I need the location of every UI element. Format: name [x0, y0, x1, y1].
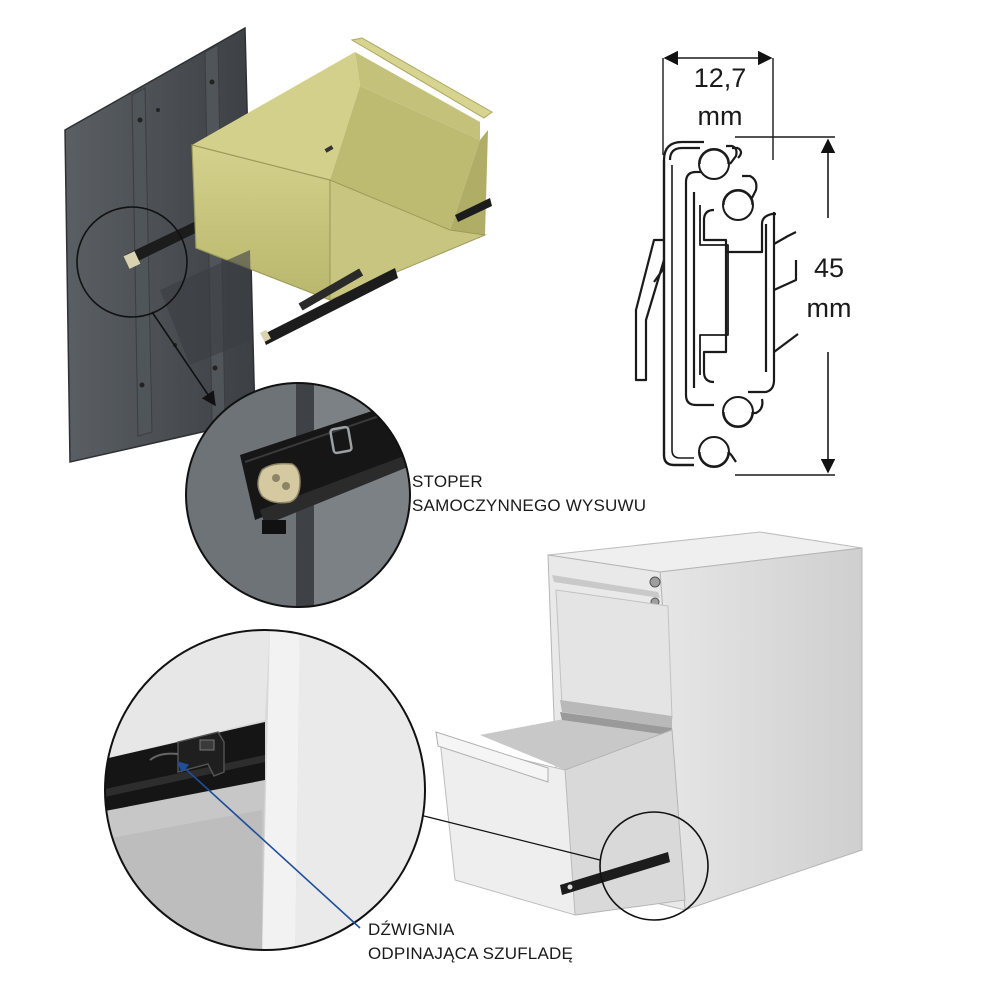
filing-cabinet	[435, 531, 863, 916]
rail-cross-section	[634, 50, 836, 476]
cabinet-rail	[560, 852, 670, 895]
stopper-label-line2: SAMOCZYNNEGO WYSUWU	[412, 496, 647, 515]
drawer-rail-lower	[262, 268, 398, 345]
height-dimension-value: 45	[813, 253, 845, 283]
detail-leader-stopper	[151, 311, 216, 407]
width-dimension-unit: mm	[697, 101, 743, 131]
ball-bearing	[698, 436, 730, 468]
lever-label-line2: ODPINAJĄCA SZUFLADĘ	[368, 944, 574, 963]
height-dimension-unit: mm	[806, 293, 852, 323]
lever-label-line1: DŹWIGNIA	[368, 920, 455, 939]
ball-bearing	[722, 189, 754, 221]
olive-drawer	[191, 37, 493, 301]
detail-marker-lever	[599, 811, 709, 921]
detail-marker-stopper	[76, 206, 188, 318]
stopper-part	[257, 462, 301, 504]
drawer-rail-upper	[455, 198, 492, 222]
drawer-panel-illustration	[64, 26, 493, 463]
zoom-lever	[104, 629, 426, 951]
ball-bearing	[698, 148, 730, 180]
ball-bearing	[722, 396, 754, 428]
lever-leader	[177, 761, 361, 929]
stopper-label-line1: STOPER	[412, 472, 483, 491]
lock-icon	[649, 576, 661, 588]
width-dimension-value: 12,7	[693, 63, 747, 93]
